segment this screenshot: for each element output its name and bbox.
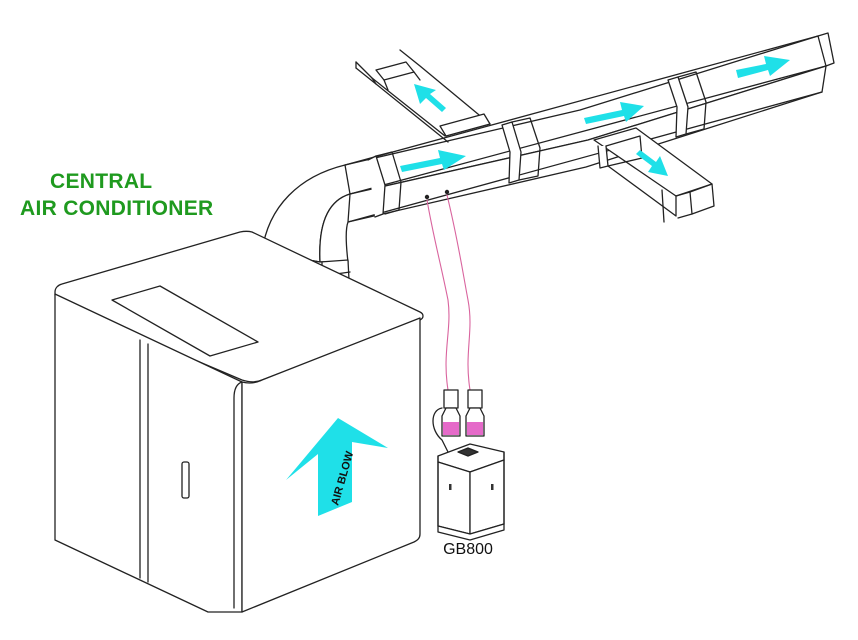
flow-arrow-main-2 bbox=[584, 102, 644, 124]
flow-arrow-main-3 bbox=[736, 56, 790, 78]
air-blow-arrow bbox=[286, 418, 388, 516]
flow-arrow-up-branch bbox=[414, 84, 446, 112]
title-line-2: AIR CONDITIONER bbox=[20, 197, 214, 220]
duct-port-2 bbox=[444, 189, 450, 195]
main-duct bbox=[344, 32, 835, 223]
lower-branch-duct bbox=[593, 127, 715, 223]
title-line-1: CENTRAL bbox=[50, 170, 153, 193]
sample-tubes bbox=[426, 194, 471, 391]
flow-arrow-down-branch bbox=[636, 150, 668, 176]
ac-cabinet bbox=[54, 230, 424, 613]
flow-arrow-main-1 bbox=[400, 150, 466, 172]
duct-port-1 bbox=[424, 194, 430, 200]
gb800-device bbox=[437, 443, 505, 541]
device-label: GB800 bbox=[443, 541, 493, 558]
page-title: CENTRAL AIR CONDITIONER bbox=[20, 168, 270, 222]
cartridges bbox=[432, 389, 485, 453]
